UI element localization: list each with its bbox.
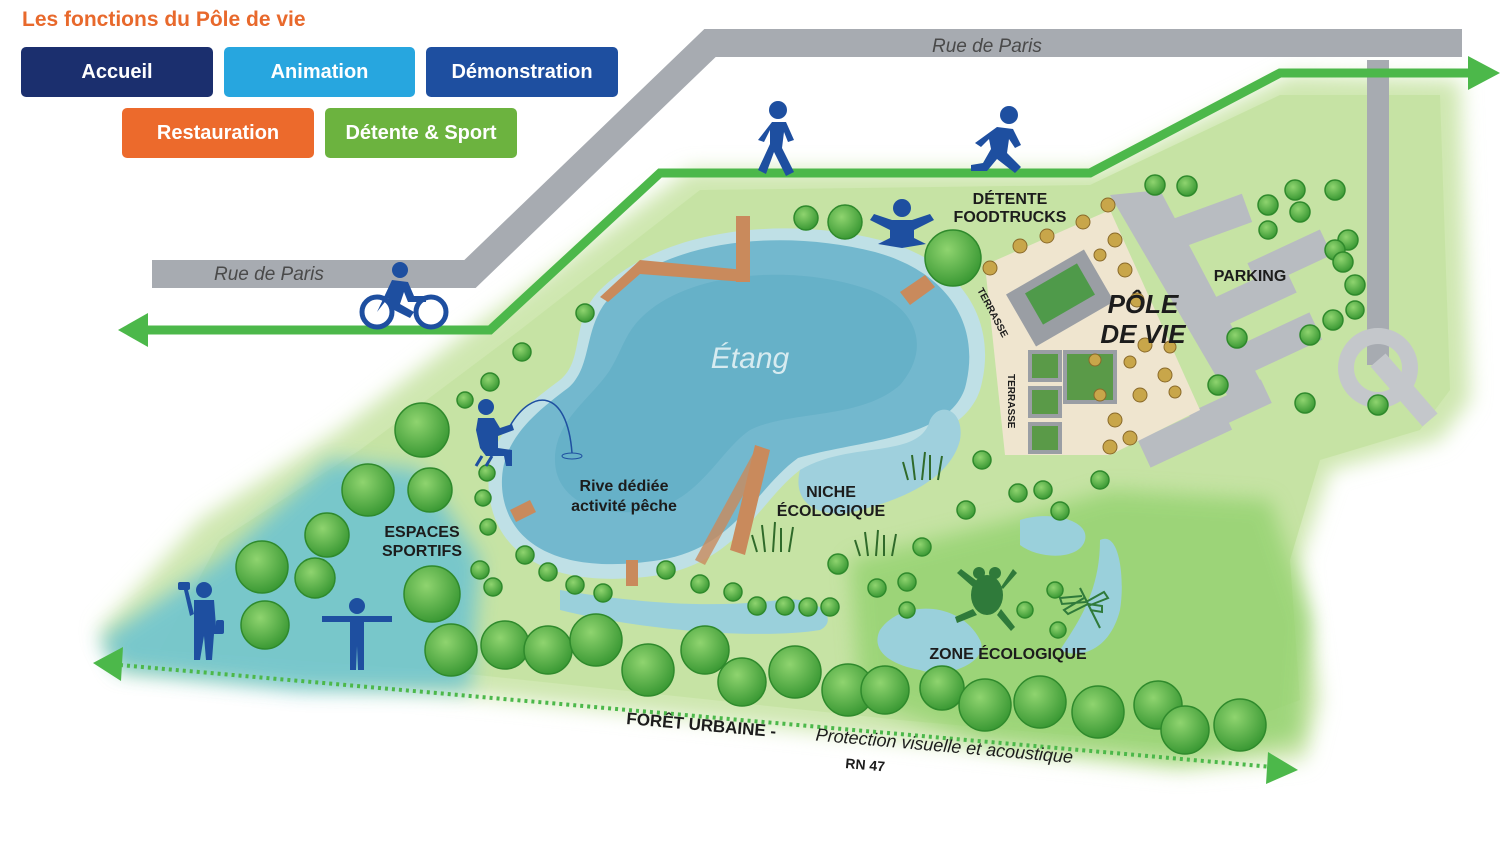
running-person-icon xyxy=(971,106,1021,173)
eco-zone-label: ZONE ÉCOLOGIQUE xyxy=(929,644,1087,663)
frog-icon xyxy=(955,567,1017,631)
stretching-person-icon xyxy=(322,598,392,670)
legend-title: Les fonctions du Pôle de vie xyxy=(22,8,306,31)
sports-label-line1: ESPACES xyxy=(384,524,460,541)
meditation-icon xyxy=(870,199,934,248)
cyclist-icon xyxy=(359,262,449,330)
reeds-icon xyxy=(751,451,943,557)
parking-label: PARKING xyxy=(1214,268,1287,285)
orange-trees xyxy=(982,197,1182,455)
hub-label-line1: PÔLE xyxy=(1108,289,1179,319)
terrace-label-2: TERRASSE xyxy=(1005,374,1016,429)
dragonfly-icon xyxy=(1058,587,1110,629)
sports-label-line2: SPORTIFS xyxy=(382,543,462,560)
weightlifter-icon xyxy=(178,582,224,660)
pond xyxy=(488,228,1122,673)
relax-label-line2: FOODTRUCKS xyxy=(954,209,1067,226)
street-label-left: Rue de Paris xyxy=(214,264,324,285)
relax-label-line1: DÉTENTE xyxy=(973,189,1048,208)
niche-label-line2: ÉCOLOGIQUE xyxy=(777,501,886,520)
road-label: RN 47 xyxy=(845,755,886,774)
hub-label-line2: DE VIE xyxy=(1100,319,1186,349)
rn47-dotted-line xyxy=(93,647,1298,784)
pole-de-vie-buildings xyxy=(985,210,1200,455)
legend-restauration[interactable]: Restauration xyxy=(122,108,314,158)
fishing-label-line1: Rive dédiée xyxy=(580,478,669,495)
main-green-path xyxy=(118,56,1500,347)
fisherman-icon xyxy=(474,399,583,467)
legend-demonstration[interactable]: Démonstration xyxy=(426,47,618,97)
trees xyxy=(235,174,1389,755)
street-label-top: Rue de Paris xyxy=(932,36,1042,57)
legend-detente-sport[interactable]: Détente & Sport xyxy=(325,108,517,158)
pond-label: Étang xyxy=(711,342,790,375)
wooden-pontoons xyxy=(510,216,935,586)
fishing-label-line2: activité pêche xyxy=(571,498,677,515)
legend-accueil[interactable]: Accueil xyxy=(21,47,213,97)
niche-label-line1: NICHE xyxy=(806,484,856,501)
legend-animation[interactable]: Animation xyxy=(224,47,415,97)
walking-person-icon xyxy=(758,101,794,176)
